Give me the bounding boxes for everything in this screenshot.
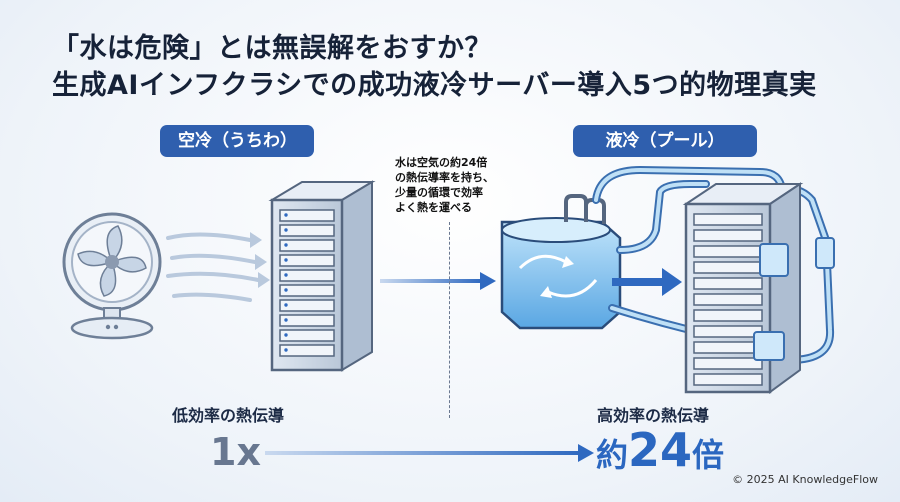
note-line: よく熱を運べる (395, 201, 472, 214)
air-cooling-value: 1x (210, 430, 261, 474)
value-number: 24 (628, 423, 693, 477)
liquid-cooling-caption: 高効率の熱伝導 (597, 406, 710, 425)
liquid-cooling-badge: 液冷（プール） (573, 125, 757, 157)
fan-icon (62, 212, 162, 340)
divider-line (449, 222, 450, 418)
middle-arrow-icon (380, 272, 496, 290)
air-cooling-caption: 低効率の熱伝導 (172, 406, 285, 425)
value-prefix: 約 (596, 436, 629, 474)
page-title: 「水は危険」とは無誤解をおすか？ 生成AIインフクラシでの成功液冷サーバー導入5… (52, 30, 817, 104)
airflow-arrowheads (250, 232, 270, 288)
title-line-1: 「水は危険」とは無誤解をおすか？ (52, 33, 492, 64)
airflow-icon (166, 232, 260, 302)
conductivity-note: 水は空気の約24倍 の熱伝導率を持ち、 少量の循環で効率 よく熱を運べる (395, 155, 505, 215)
water-tank-icon (500, 194, 622, 330)
comparison-arrow-icon (265, 444, 594, 462)
air-cooling-badge: 空冷（うちわ） (160, 125, 314, 157)
note-line: 水は空気の約24倍 (395, 156, 488, 169)
note-line: 少量の循環で効率 (395, 186, 483, 199)
air-cooled-server-icon (268, 180, 376, 372)
liquid-cooling-value: 約24倍 (596, 423, 724, 477)
coolant-pipes-icon (592, 165, 835, 364)
title-line-2: 生成AIインフクラシでの成功液冷サーバー導入5つ的物理真実 (52, 70, 817, 101)
note-line: の熱伝導率を持ち、 (395, 171, 494, 184)
tank-to-server-arrow-icon (612, 268, 682, 296)
copyright-text: © 2025 AI KnowledgeFlow (732, 473, 878, 486)
value-suffix: 倍 (692, 436, 725, 474)
liquid-cooled-server-icon (682, 182, 835, 394)
